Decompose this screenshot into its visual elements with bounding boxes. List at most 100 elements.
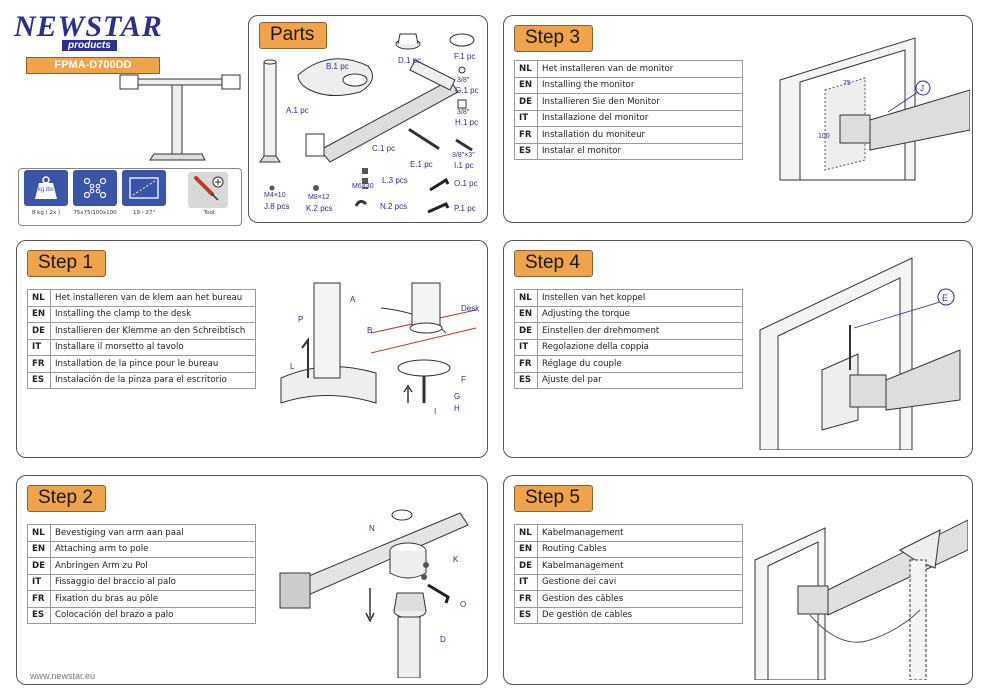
part-label-i: I.1 pc — [454, 161, 474, 170]
step2-illustration — [279, 509, 469, 678]
parts-illustration — [259, 33, 475, 214]
part-label-j: J.8 pcs — [264, 202, 290, 211]
part-label-b: B.1 pc — [326, 62, 349, 71]
callout-n: N — [369, 524, 375, 533]
step3-title: Step 3 — [514, 25, 593, 52]
callout-l: L — [290, 362, 295, 371]
callout-i: I — [434, 407, 437, 416]
part-label-l: L.3 pcs — [382, 176, 408, 185]
brand-name: NEWSTAR — [14, 10, 163, 43]
part-label-g: G.1 pc — [455, 86, 479, 95]
step1-desk-label: Desk — [461, 304, 480, 313]
model-badge: FPMA-D700DD — [26, 57, 160, 74]
screwdriver-glyph — [194, 176, 224, 201]
parts-title: Parts — [259, 22, 328, 49]
part-size-l: M6×30 — [352, 183, 374, 190]
callout-a: A — [350, 295, 356, 304]
tool-caption: Tool — [203, 210, 215, 216]
part-label-p: P.1 pc — [454, 204, 476, 213]
part-label-a: A.1 pc — [286, 106, 309, 115]
callout-p: P — [298, 315, 304, 324]
part-label-d: D.1 pc — [398, 56, 422, 65]
part-size-i: 3/8"×3" — [452, 152, 475, 159]
step1-illustration — [280, 282, 477, 404]
brand-sub: products — [62, 40, 117, 51]
step3-illustration: 75 100 J — [779, 37, 970, 181]
vesa-icon — [73, 170, 117, 206]
step5-illustration — [754, 519, 968, 680]
part-size-k: M8×12 — [308, 194, 330, 201]
callout-e: E — [942, 293, 948, 303]
step2-title: Step 2 — [27, 485, 106, 512]
part-size-j: M4×10 — [264, 192, 286, 199]
step4-illustration: E — [759, 257, 961, 450]
callout-h: H — [454, 404, 460, 413]
weight-text: kg lbs — [38, 187, 54, 193]
parts-panel: Parts — [248, 15, 488, 223]
callout-f: F — [461, 375, 466, 384]
vesa-glyph — [83, 177, 107, 199]
part-label-e: E.1 pc — [410, 160, 433, 169]
product-illustration — [119, 74, 241, 161]
footer-url: www.newstar.eu — [30, 671, 96, 681]
dim-100: 100 — [818, 133, 830, 140]
callout-o: O — [460, 600, 467, 609]
step5-title: Step 5 — [514, 485, 593, 512]
vesa-caption: 75x75/100x100 — [73, 210, 117, 216]
part-label-c: C.1 pc — [372, 144, 396, 153]
screen-size-caption: 19 - 27" — [132, 210, 155, 216]
weight-glyph — [35, 176, 57, 199]
part-size-g: 3/8" — [457, 77, 470, 84]
step4-title: Step 4 — [514, 250, 593, 277]
dim-75: 75 — [843, 80, 851, 87]
weight-caption: 8 kg ( 2x ) — [31, 210, 61, 216]
part-label-f: F.1 pc — [454, 52, 476, 61]
part-label-k: K.2 pcs — [306, 204, 333, 213]
callout-k: K — [453, 555, 459, 564]
part-label-n: N.2 pcs — [380, 202, 408, 211]
callout-g: G — [454, 392, 461, 401]
part-size-h: 3/8" — [457, 109, 470, 116]
callout-j: J — [920, 84, 924, 93]
step1-title: Step 1 — [27, 250, 106, 277]
callout-d: D — [440, 635, 446, 644]
part-label-o: O.1 pc — [454, 179, 478, 188]
screen-size-glyph — [129, 177, 159, 199]
part-label-h: H.1 pc — [455, 118, 479, 127]
callout-b: B — [367, 326, 373, 335]
